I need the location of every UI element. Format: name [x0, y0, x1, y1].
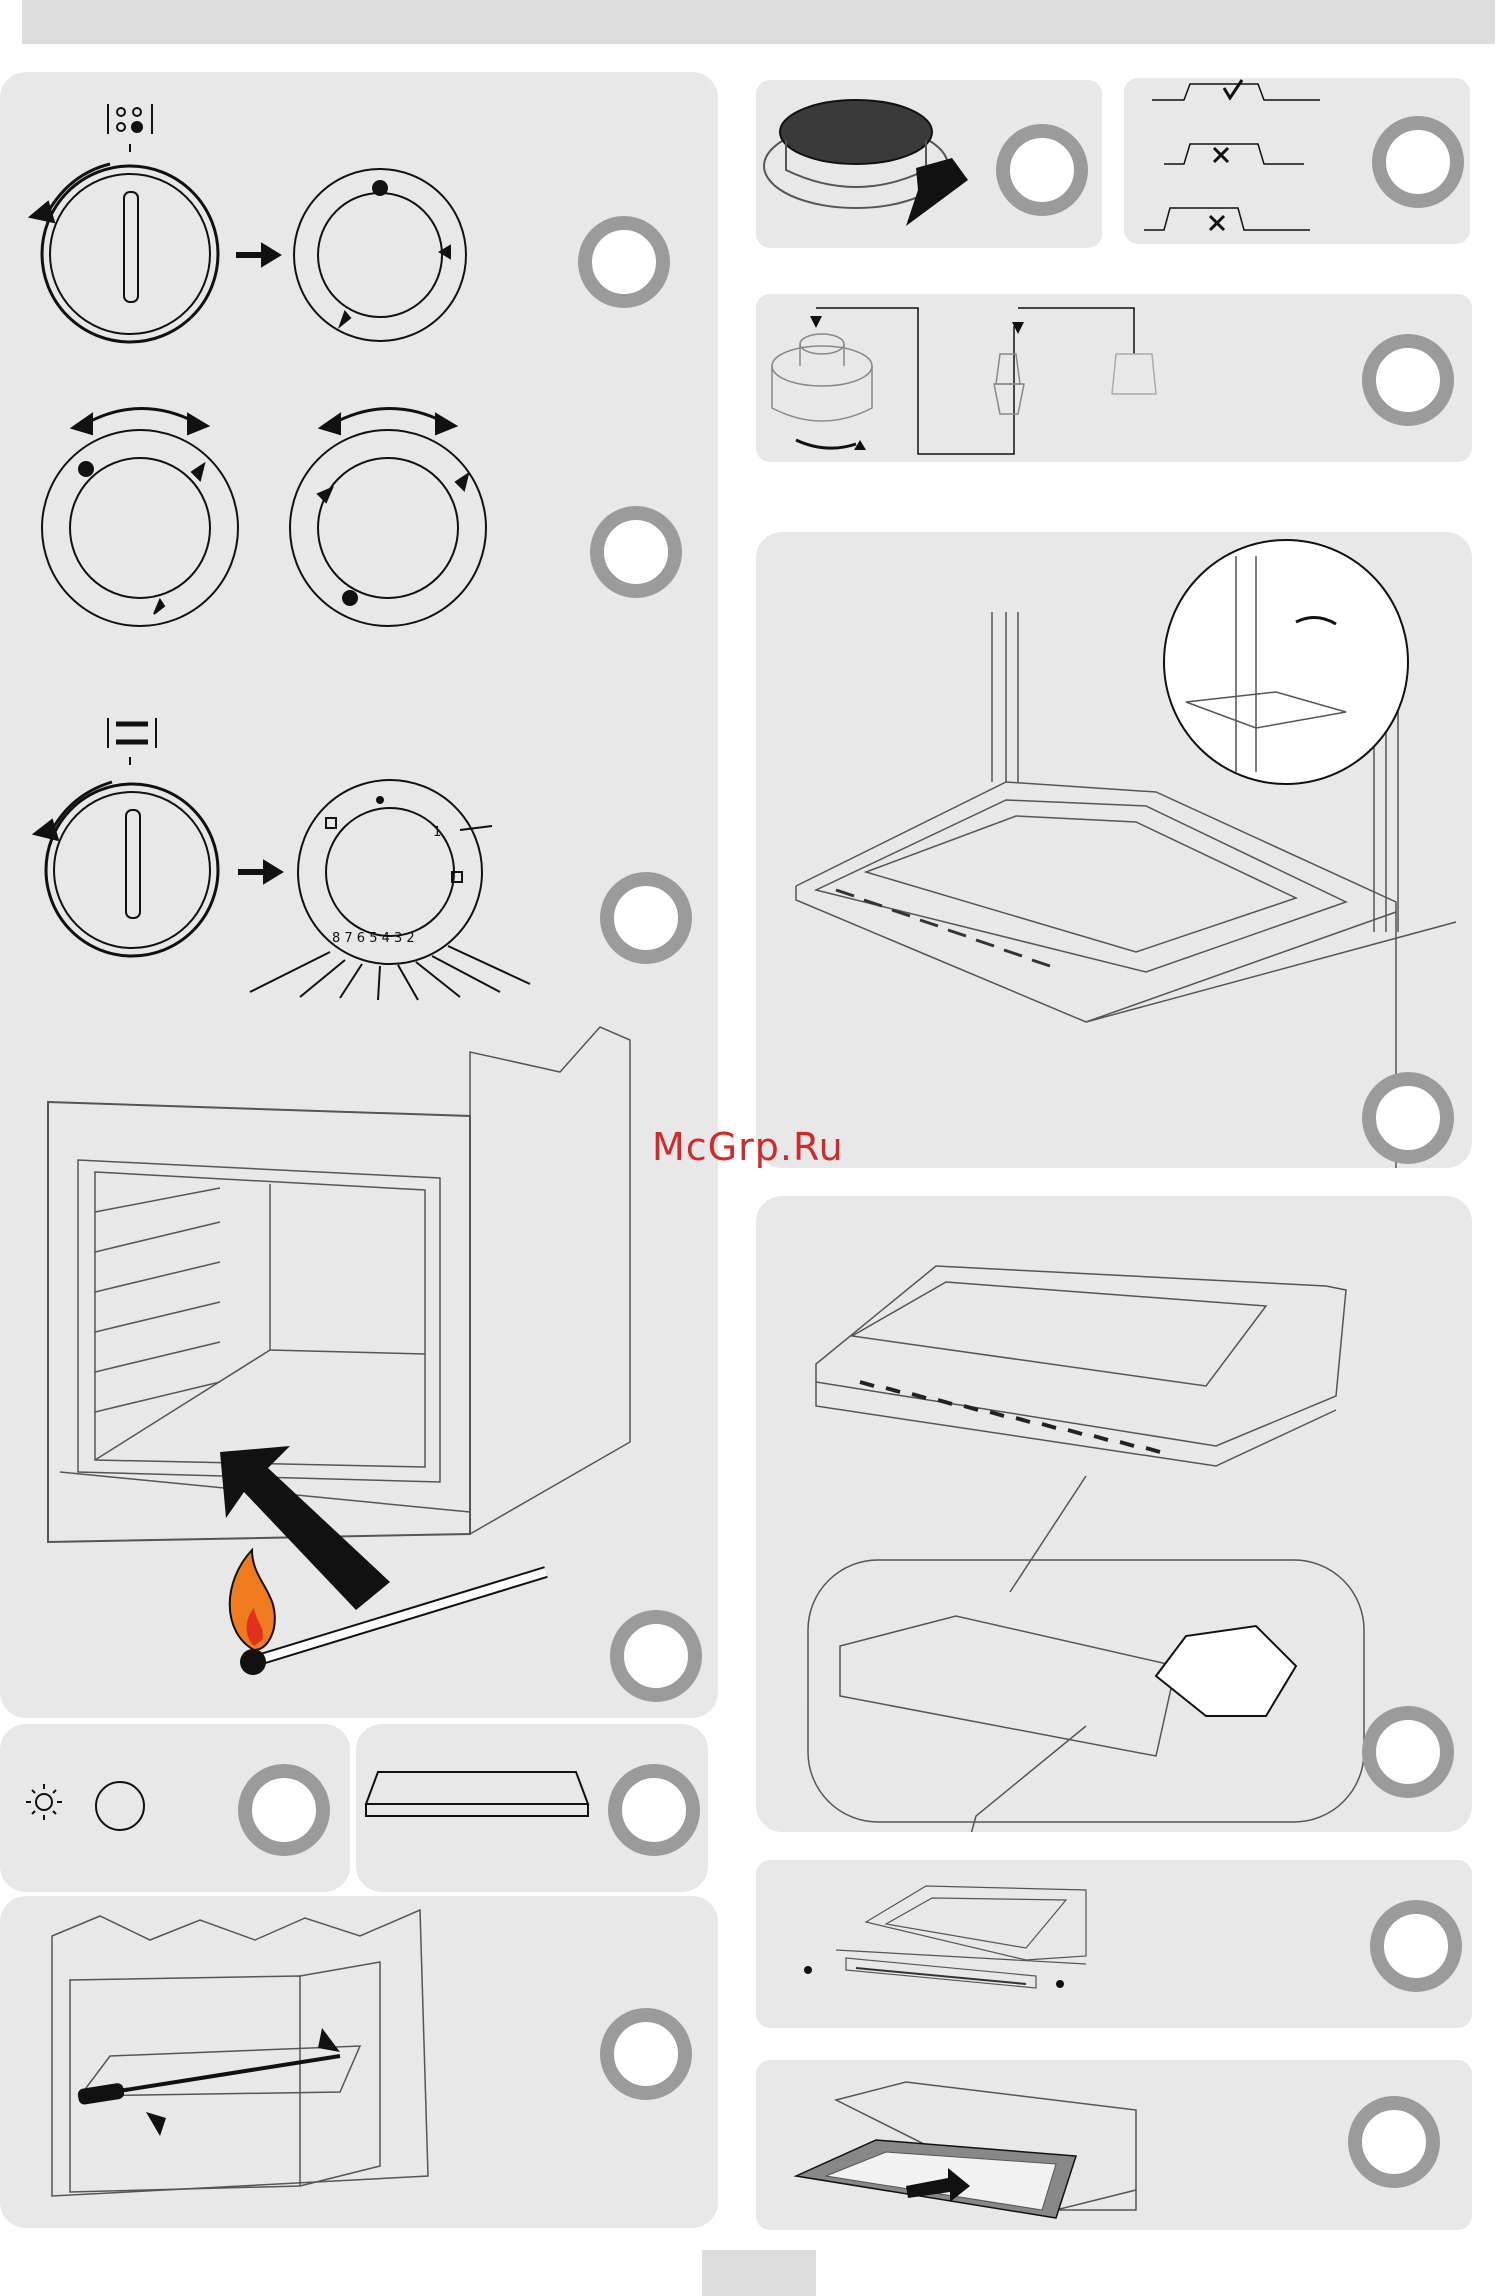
panel-door-removal [756, 532, 1472, 1168]
step-badge-7 [600, 2008, 692, 2100]
panel-door-screws [756, 1196, 1472, 1832]
step-badge-4 [610, 1610, 702, 1702]
dial-scale-numbers: 8 7 6 5 4 3 2 [332, 931, 415, 946]
lamp-icon [26, 1784, 62, 1820]
step-badge-3 [600, 872, 692, 964]
step-badge-8 [996, 124, 1088, 216]
panel-oven-rod [0, 1896, 718, 2228]
cross-icon [1214, 148, 1228, 162]
panel-door-exploded [756, 1860, 1472, 2028]
step-badge-10 [1362, 334, 1454, 426]
panel-lamp [0, 1724, 350, 1892]
panel-burner-alignment [1124, 78, 1470, 244]
watermark-text: McGrp.Ru [652, 1125, 844, 1169]
panel-knob-removal [756, 294, 1472, 462]
page-number-box [702, 2250, 816, 2296]
step-badge-14 [1348, 2096, 1440, 2188]
door-exploded-illustration [756, 1860, 1472, 2028]
step-badge-1 [578, 216, 670, 308]
step-badge-13 [1370, 1900, 1462, 1992]
panel-burner [756, 80, 1102, 248]
oven-knob-icon [108, 718, 156, 765]
panel-tray [356, 1724, 708, 1892]
step-badge-2 [590, 506, 682, 598]
header-bar [22, 0, 1495, 44]
step-badge-5 [238, 1764, 330, 1856]
step-badge-11 [1362, 1072, 1454, 1164]
check-icon [1224, 80, 1242, 98]
step-badge-9 [1372, 116, 1464, 208]
step-badge-12 [1362, 1706, 1454, 1798]
dial-top-mark: 1 [433, 825, 441, 840]
door-removal-illustration [756, 532, 1472, 1168]
panel-knob-ignition: 1 8 7 6 5 4 3 2 [0, 72, 718, 1718]
step-badge-6 [608, 1764, 700, 1856]
panel-glass-removal [756, 2060, 1472, 2230]
hob-knob-icon [108, 104, 152, 152]
cross-icon [1210, 216, 1224, 230]
